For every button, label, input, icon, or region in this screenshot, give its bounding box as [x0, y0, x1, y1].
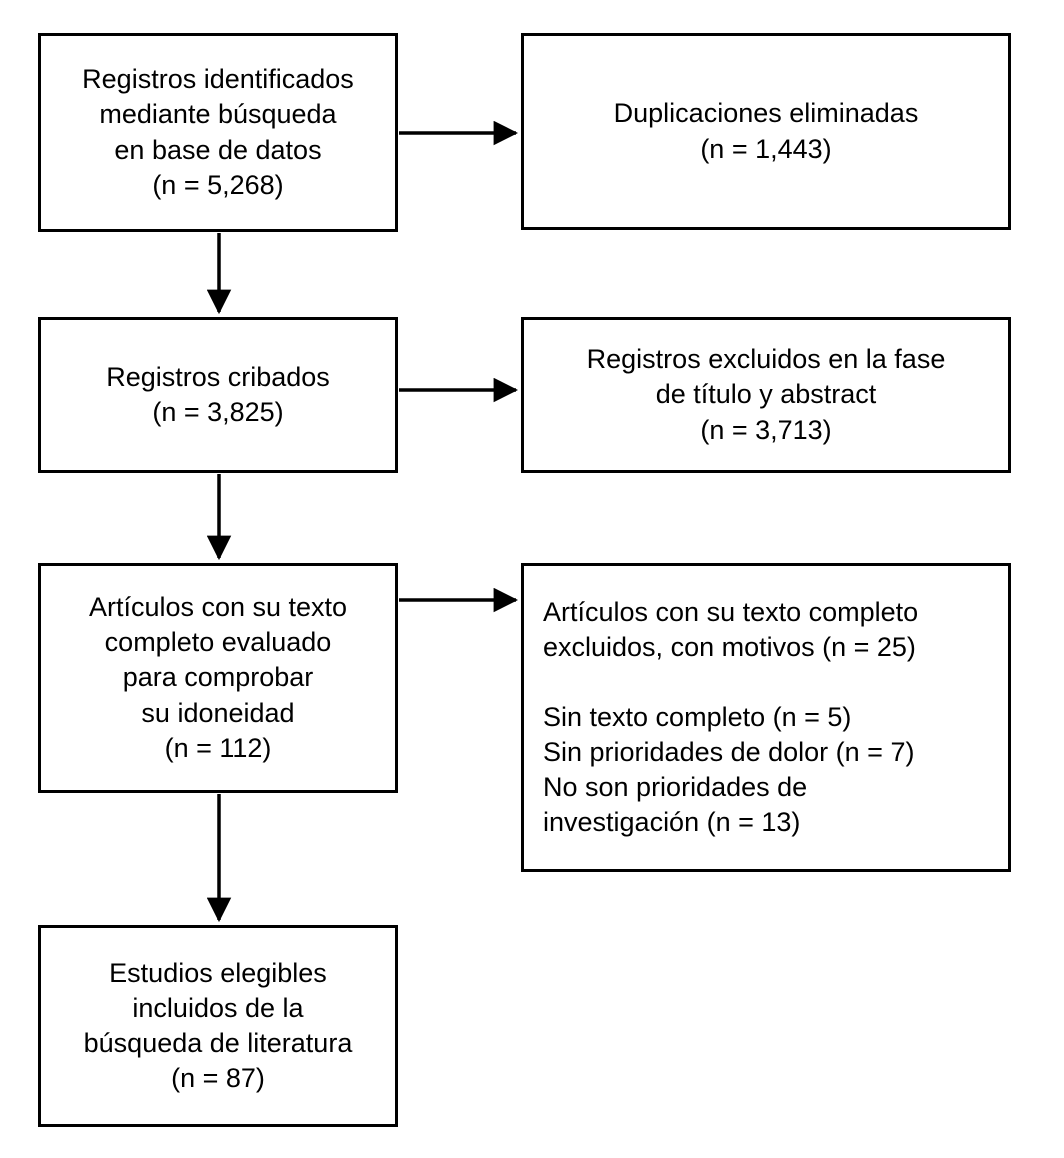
studies-included-box: Estudios elegibles incluidos de la búsqu…	[38, 925, 398, 1127]
duplicates-removed-text: Duplicaciones eliminadas (n = 1,443)	[613, 98, 919, 164]
duplicates-removed-box: Duplicaciones eliminadas (n = 1,443)	[521, 33, 1011, 230]
studies-included-text: Estudios elegibles incluidos de la búsqu…	[83, 957, 353, 1094]
fulltext-excluded-reasons-box: Artículos con su texto completo excluido…	[521, 563, 1011, 872]
records-excluded-title-abstract-text: Registros excluidos en la fase de título…	[586, 344, 946, 445]
records-identified-box: Registros identificados mediante búsqued…	[38, 33, 398, 232]
records-identified-text: Registros identificados mediante búsqued…	[82, 64, 354, 200]
fulltext-excluded-reasons-text: Artículos con su texto completo excluido…	[543, 596, 919, 838]
fulltext-assessed-box: Artículos con su texto completo evaluado…	[38, 563, 398, 793]
records-excluded-title-abstract-box: Registros excluidos en la fase de título…	[521, 317, 1011, 473]
fulltext-assessed-text: Artículos con su texto completo evaluado…	[88, 592, 348, 763]
records-screened-text: Registros cribados (n = 3,825)	[106, 361, 330, 427]
records-screened-box: Registros cribados (n = 3,825)	[38, 317, 398, 473]
